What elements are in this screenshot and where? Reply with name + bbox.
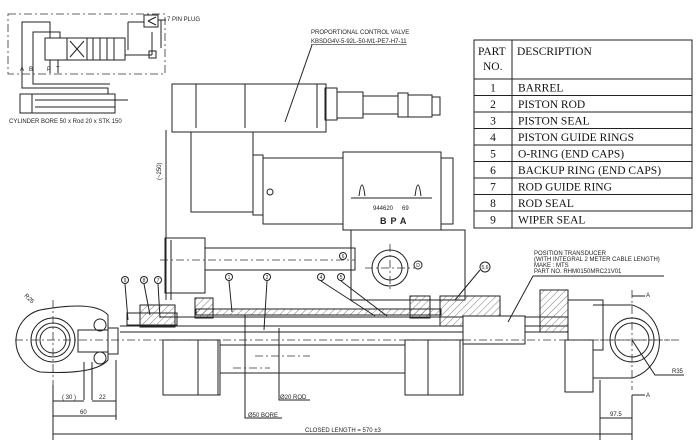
radius-right: R35 bbox=[672, 369, 684, 375]
section-a-top: A bbox=[646, 293, 650, 299]
part-no: 6 bbox=[490, 165, 496, 177]
port-d-label: D bbox=[416, 263, 420, 269]
balloon-9: 9 bbox=[124, 278, 127, 284]
right-rod-eye: R35 A A bbox=[593, 290, 684, 399]
part-description: PISTON ROD bbox=[518, 99, 585, 111]
rod-dia-label: Ø20 ROD bbox=[280, 395, 307, 401]
radius-left: R25 bbox=[23, 293, 35, 305]
plug-label: 7 PIN PLUG bbox=[167, 17, 200, 23]
closed-length-label: CLOSED LENGTH = 570 ±3 bbox=[305, 428, 381, 434]
part-description: ROD GUIDE RING bbox=[518, 182, 612, 194]
brand-label: BPA bbox=[380, 216, 410, 226]
proportional-valve: 944620 69 BPA D (~250) bbox=[157, 83, 466, 301]
balloon-1: 1 bbox=[228, 275, 231, 281]
cylinder-body bbox=[15, 289, 680, 396]
part-no: 4 bbox=[490, 132, 496, 144]
part-balloons: 1 2 4 5 6 7 8 9 5,6 bbox=[121, 252, 491, 331]
header-no: NO. bbox=[483, 61, 503, 73]
part-description: PISTON SEAL bbox=[518, 116, 590, 128]
table-row: 5 O-RING (END CAPS) bbox=[490, 149, 624, 161]
table-row: 6 BACKUP RING (END CAPS) bbox=[490, 165, 661, 177]
part-no: 9 bbox=[490, 215, 496, 227]
schematic-cylinder bbox=[19, 93, 116, 114]
part-description: BARREL bbox=[518, 83, 563, 95]
part-no: 3 bbox=[490, 116, 496, 128]
table-row: 2 PISTON ROD bbox=[490, 99, 585, 111]
part-description: ROD SEAL bbox=[518, 198, 574, 210]
part-description: WIPER SEAL bbox=[518, 215, 585, 227]
transducer-line1: POSITION TRANSDUCER bbox=[534, 251, 607, 257]
balloon-4: 4 bbox=[320, 275, 323, 281]
schematic-caption: CYLINDER BORE 50 x Rod 20 x STK 150 bbox=[9, 119, 122, 125]
balloon-5-6: 5,6 bbox=[482, 265, 489, 271]
valve-part-no: KBSDG4V-5-92L-50-M1-PE7-H7-11 bbox=[311, 39, 407, 45]
table-row: 1 BARREL bbox=[490, 83, 563, 95]
manifold-block bbox=[350, 229, 466, 301]
height-dim: (~250) bbox=[157, 162, 163, 180]
plate-code: 944620 bbox=[373, 206, 394, 212]
balloon-2: 2 bbox=[266, 275, 269, 281]
table-row: 4 PISTON GUIDE RINGS bbox=[490, 132, 634, 144]
dim-60: 60 bbox=[80, 410, 87, 416]
port-p-label: P bbox=[47, 67, 51, 73]
parts-table: PART NO. DESCRIPTION 1 BARREL 2 PISTON ROD 3… bbox=[473, 39, 693, 229]
port-a-label: A bbox=[20, 67, 24, 73]
header-part: PART bbox=[478, 46, 506, 58]
bore-dia-label: Ø50 BORE bbox=[248, 413, 278, 419]
dimensions: ( 30 ) 22 60 97.5 Ø20 ROD Ø50 BORE CLOSE… bbox=[52, 315, 633, 440]
part-no: 1 bbox=[490, 83, 496, 95]
balloon-5: 5 bbox=[340, 275, 343, 281]
port-t-label: T bbox=[56, 67, 60, 73]
transducer-line3: MAKE : MTS bbox=[534, 263, 569, 269]
valve-title: PROPORTIONAL CONTROL VALVE bbox=[311, 30, 409, 36]
dim-97-5: 97.5 bbox=[610, 412, 622, 418]
dim-30: ( 30 ) bbox=[62, 395, 76, 401]
part-no: 5 bbox=[490, 149, 496, 161]
part-description: PISTON GUIDE RINGS bbox=[518, 132, 634, 144]
balloon-6: 6 bbox=[342, 254, 345, 260]
table-row: 9 WIPER SEAL bbox=[490, 215, 585, 227]
part-description: BACKUP RING (END CAPS) bbox=[518, 165, 661, 177]
balloon-7: 7 bbox=[157, 278, 160, 284]
part-description: O-RING (END CAPS) bbox=[518, 149, 624, 161]
section-a-bottom: A bbox=[646, 393, 650, 399]
dim-22: 22 bbox=[99, 395, 106, 401]
transducer-line4: PART NO. RHM0150MRC21V01 bbox=[534, 269, 622, 275]
plate-code-2: 69 bbox=[402, 206, 409, 212]
part-no: 8 bbox=[490, 198, 496, 210]
table-row: 7 ROD GUIDE RING bbox=[490, 182, 612, 194]
barrel bbox=[195, 308, 442, 316]
balloon-8: 8 bbox=[143, 278, 146, 284]
hydraulic-schematic: A B P T 7 PIN PLUG CYLINDER BORE 50 x Ro… bbox=[7, 13, 200, 125]
part-no: 7 bbox=[490, 182, 496, 194]
port-b-label: B bbox=[29, 67, 33, 73]
transducer-label: POSITION TRANSDUCER (WITH INTEGRAL 2 MET… bbox=[507, 251, 664, 323]
table-row: 8 ROD SEAL bbox=[490, 198, 574, 210]
header-description: DESCRIPTION bbox=[517, 46, 592, 58]
transducer-line2: (WITH INTEGRAL 2 METER CABLE LENGTH) bbox=[534, 257, 660, 263]
plug-icon bbox=[143, 14, 159, 28]
table-row: 3 PISTON SEAL bbox=[490, 116, 590, 128]
part-no: 2 bbox=[490, 99, 496, 111]
